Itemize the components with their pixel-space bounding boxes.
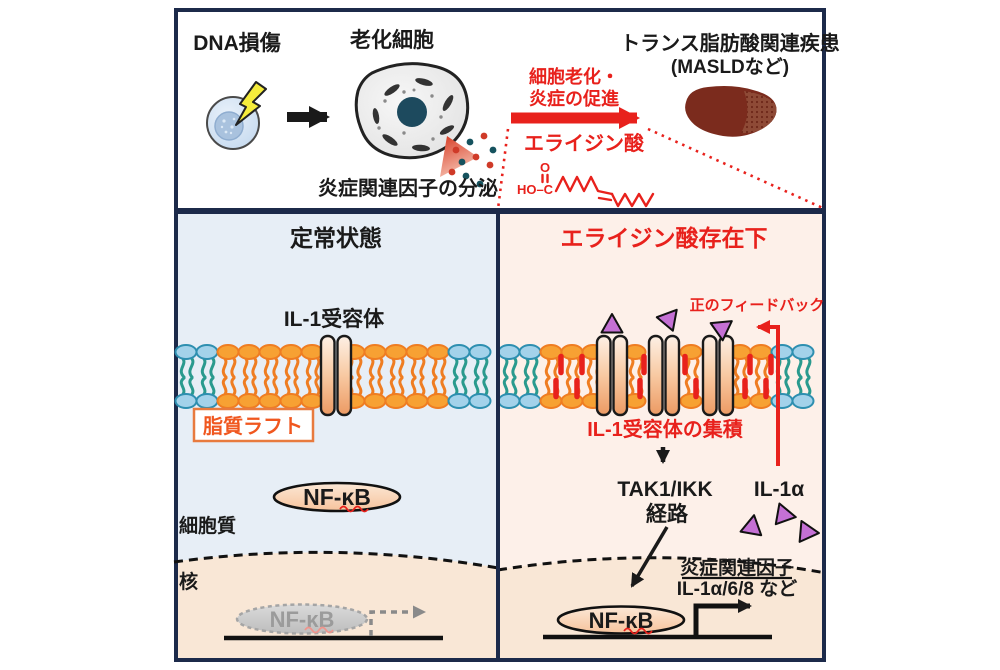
secretion-spray-icon [440, 132, 497, 188]
senescent-cell-label: 老化細胞 [350, 28, 434, 52]
il1-receptor-label: IL-1受容体 [284, 307, 385, 331]
il1-receptor-icon [319, 334, 353, 417]
svg-text:炎症関連因子: 炎症関連因子 [680, 556, 794, 579]
secreted-factor-dots [448, 132, 497, 188]
nfkb-cytoplasm-left: NF-κB [272, 481, 402, 513]
inflammatory-factors-label: 炎症関連因子 IL-1α/6/8 など [677, 556, 797, 600]
receptor-clustering-label: IL-1受容体の集積 [587, 417, 744, 441]
il1-receptor-icon [595, 334, 629, 417]
liver-icon [685, 86, 777, 137]
squiggle-underline [339, 505, 369, 513]
transcription-arrow-inactive [369, 605, 426, 636]
il1a-triangle-icon [655, 308, 678, 332]
lightning-bolt-icon [235, 81, 267, 126]
il1a-triangle-icon [774, 502, 797, 526]
secretion-label: 炎症関連因子の分泌 [318, 176, 498, 200]
positive-feedback-arrow [756, 320, 780, 466]
elaidic-acid-label: エライジン酸 [524, 131, 645, 155]
il1a-label: IL-1α [754, 478, 804, 501]
svg-text:NF-κB: NF-κB [303, 484, 371, 510]
senescent-cell-icon [354, 62, 470, 160]
factor-examples-label: IL-1α/6/8 など [677, 578, 797, 600]
left-nucleus-region [178, 552, 496, 658]
il1-receptor-icon [647, 334, 681, 417]
transcription-arrow-active [693, 599, 752, 635]
svg-text:脂質ラフト: 脂質ラフト [203, 414, 303, 438]
nucleus-label: 核 [179, 570, 198, 593]
lipid-raft-label: 脂質ラフト [192, 407, 315, 443]
il1a-triangle-icon [600, 313, 624, 334]
positive-feedback-label: 正のフィードバック [690, 297, 825, 314]
il1-receptor-icon [701, 334, 735, 417]
elaidic-acid-structure-icon: O HO–C [517, 160, 655, 208]
svg-text:HO–C: HO–C [517, 182, 554, 197]
il1a-ligand-triangles [600, 308, 820, 543]
nfkb-nucleus-inactive: NF-κB [235, 603, 369, 635]
il1a-triangle-icon [709, 320, 733, 342]
left-panel-title: 定常状態 [290, 225, 382, 251]
squiggle-underline [304, 626, 334, 634]
il1a-triangle-icon [739, 514, 763, 537]
tak1-ikk-label: TAK1/IKK [617, 478, 712, 501]
right-panel-title: エライジン酸存在下 [561, 225, 768, 251]
arrow-tak1-to-nfkb [630, 526, 669, 588]
svg-text:O: O [540, 160, 550, 175]
right-nucleus-region [500, 557, 822, 658]
damaged-cell-icon [206, 81, 267, 150]
right-nuclear-envelope-dashed [497, 556, 827, 575]
pathway-label: 経路 [646, 502, 689, 526]
cytoplasm-label: 細胞質 [179, 514, 236, 537]
dna-damage-label: DNA損傷 [193, 31, 281, 55]
left-membrane [174, 344, 492, 409]
promotion-label-line1: 細胞老化・ [529, 66, 619, 87]
il1a-triangle-icon [798, 519, 820, 543]
disease-label-line1: トランス脂肪酸関連疾患 [620, 31, 840, 55]
right-membrane [497, 344, 815, 409]
disease-label-line2: (MASLDなど) [671, 56, 789, 78]
squiggle-underline [623, 627, 653, 635]
callout-dotted-right [647, 127, 826, 211]
promotion-label-line2: 炎症の促進 [529, 88, 619, 109]
il1-receptors [319, 334, 735, 417]
nfkb-nucleus-active: NF-κB [556, 605, 686, 635]
